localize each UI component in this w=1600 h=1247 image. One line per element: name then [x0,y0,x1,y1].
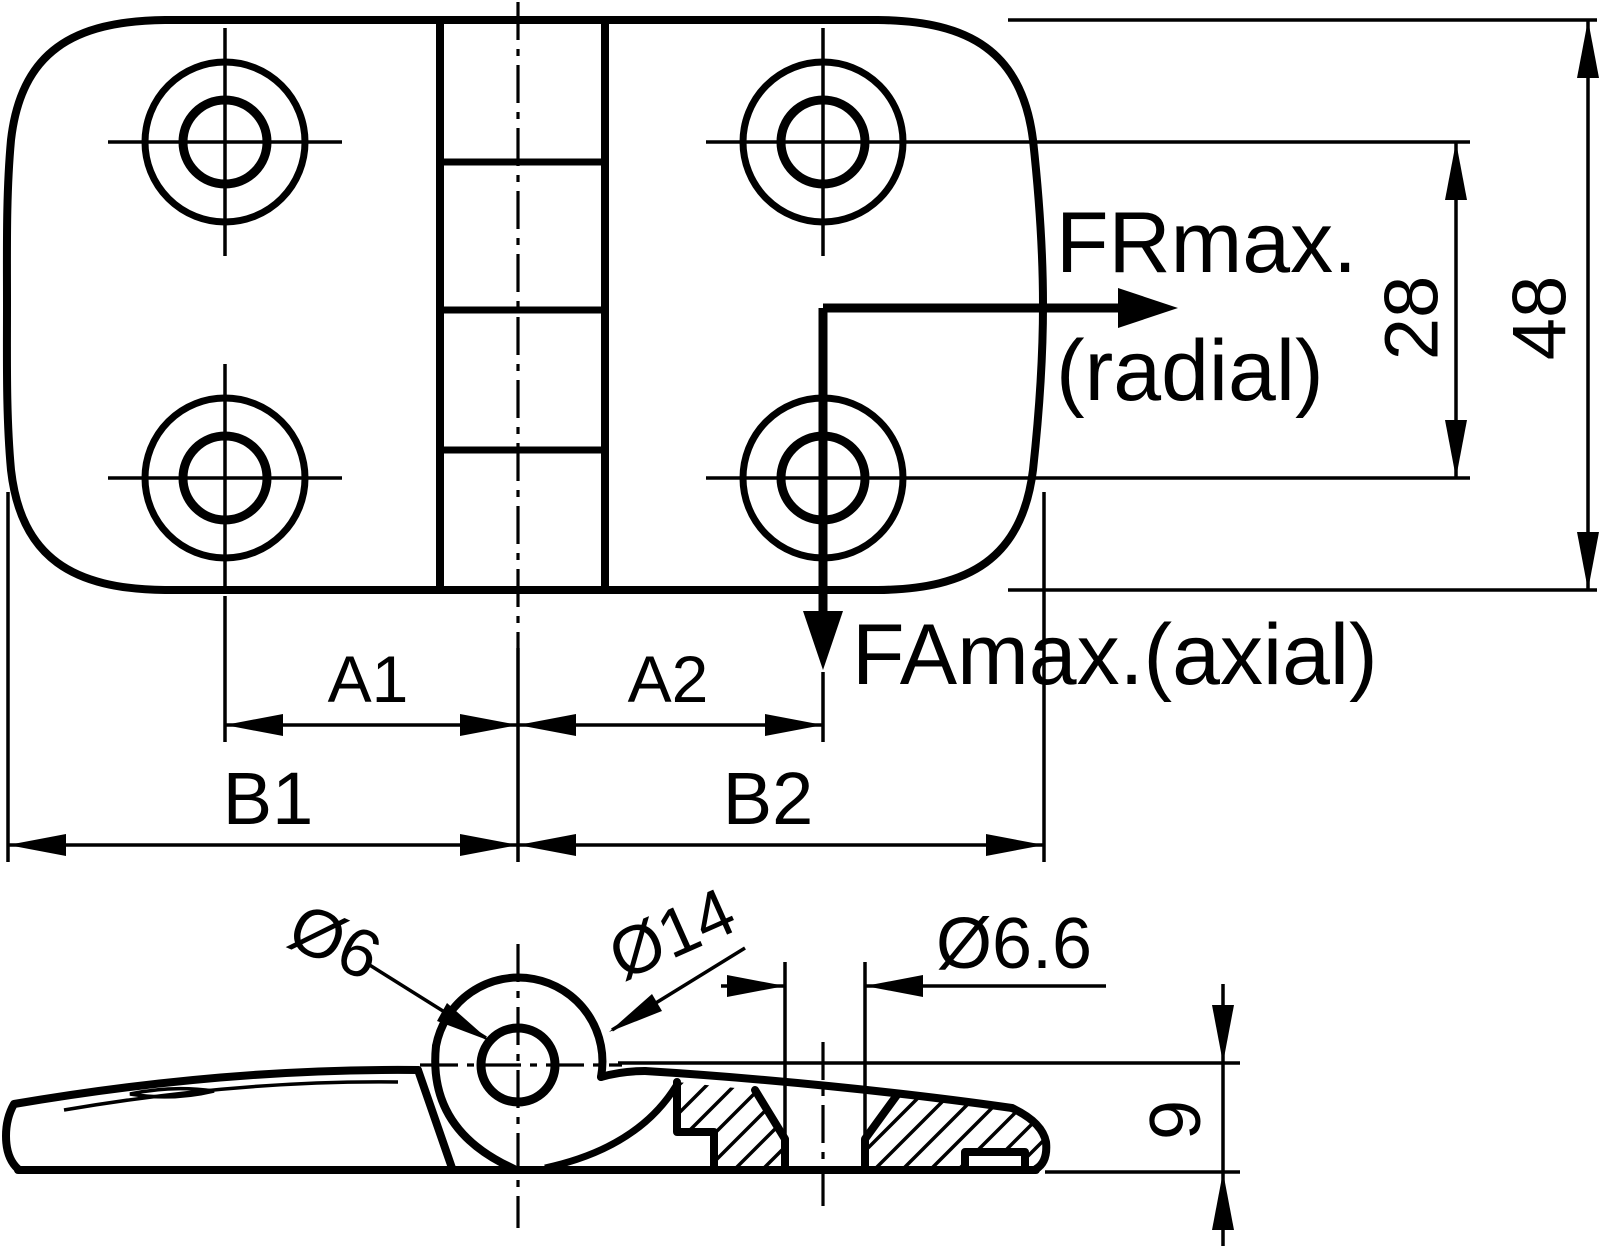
side-view: Ø6 Ø14 Ø6.6 9 [2,873,1240,1246]
fr-arrowhead-icon [1118,288,1178,328]
fa-arrowhead-icon [803,611,843,670]
dim-48-arrow-top-icon [1577,20,1599,78]
dim-b1-arrow-left-icon [8,834,66,856]
dim-48-arrow-bottom-icon [1577,532,1599,590]
dim-b1-label: B1 [223,757,314,840]
dia-66-arrow-left-icon [727,975,785,997]
left-leaf-profile [2,1065,456,1173]
axial-force-arrow [803,308,843,670]
knuckle-ledge [597,1067,649,1081]
left-leaf-bevel-line [63,1080,399,1112]
label-fr-radial: (radial) [1056,323,1324,419]
plate-outline [2,16,1047,594]
knuckle-far-side-fillet [544,1084,679,1172]
dim-9-label: 9 [1136,1100,1216,1140]
dim-a1-arrow-left-icon [225,714,283,736]
countersink-right-edge [861,1091,901,1174]
dim-48-label: 48 [1498,276,1583,361]
hole-crosshair-and-28-extension [706,28,1470,256]
dim-a1-label: A1 [328,642,409,716]
dim-28-label: 28 [1370,276,1455,361]
left-leaf-surface-lens [129,1086,215,1099]
dim-b2-arrow-left-icon [518,834,576,856]
dim-a2-arrow-left-icon [518,714,576,736]
dia-14-callout: Ø14 [598,873,746,1032]
countersink-left-edge [751,1086,789,1174]
dia-6-callout: Ø6 [278,889,490,1041]
dim-a1-arrow-right-icon [460,714,518,736]
hole-top-left [108,28,342,256]
left-leaf-end-slant [414,1066,456,1172]
dim-9: 9 [618,984,1240,1246]
dia-14-label: Ø14 [598,873,746,995]
dim-48: 48 [1008,18,1599,592]
dim-9-arrow-top-icon [1212,1005,1234,1063]
dim-dia-6-6: Ø6.6 [721,904,1106,1136]
hole-crosshair [108,28,342,256]
right-leaf-top-edge [641,1067,1016,1112]
dia-6-leader-arrowhead-icon [437,1003,490,1041]
dia-66-label: Ø6.6 [936,904,1092,984]
knuckle-band [436,16,609,594]
dim-b2-arrow-right-icon [986,834,1044,856]
label-fr-max: FRmax. [1056,195,1357,291]
dim-b1-b2: B1 B2 [6,492,1046,862]
dim-28: 28 [1370,142,1467,478]
right-leaf-profile [14,1067,1051,1174]
dim-a1-a2: A1 A2 [223,596,825,742]
retainer-notch-outline [961,1148,1029,1173]
section-hatch-left-zone [677,1082,786,1170]
radial-force-arrow [823,288,1178,328]
dim-a2-label: A2 [628,642,709,716]
hole-bottom-left [108,364,342,592]
section-step-edge-and-notch [673,1078,718,1174]
top-view: 48 28 FRmax. (radial) FAmax.(axial) A1 A… [2,2,1599,862]
hole-top-right [706,28,1470,256]
right-leaf-end-cap [1008,1104,1051,1173]
hole-crosshair [108,364,342,592]
dia-6-label: Ø6 [278,889,392,995]
dim-a2-arrow-right-icon [765,714,823,736]
label-fa-max-axial: FAmax.(axial) [852,607,1378,703]
dia-66-arrow-right-icon [865,975,923,997]
dim-b1-arrow-right-icon [460,834,518,856]
dia-14-leader-arrowhead-icon [609,994,662,1032]
dim-28-arrow-top-icon [1445,142,1467,200]
left-leaf-top-edge [2,1065,422,1173]
dim-9-arrow-bottom-icon [1212,1172,1234,1230]
dim-28-arrow-bottom-icon [1445,420,1467,478]
dim-b2-label: B2 [723,757,814,840]
